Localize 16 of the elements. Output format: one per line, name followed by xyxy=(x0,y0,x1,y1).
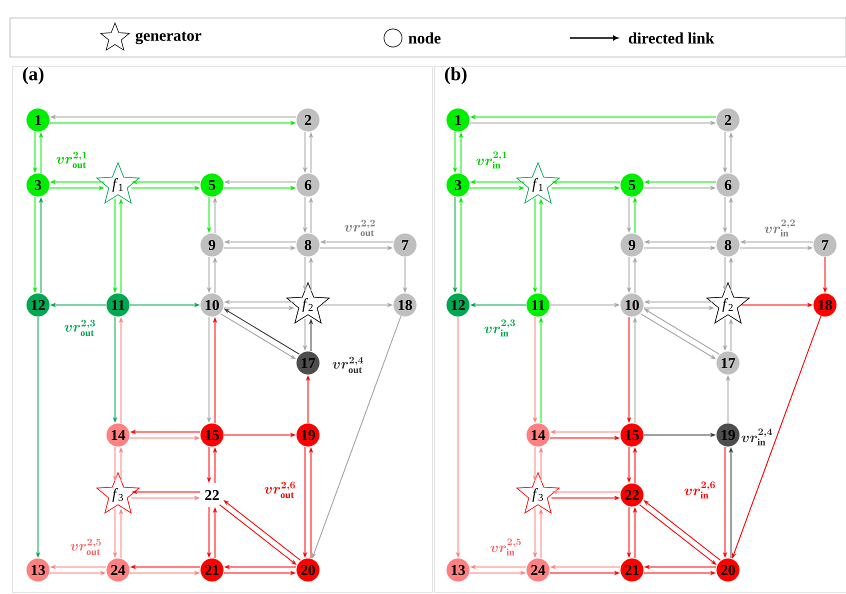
legend-label: generator xyxy=(136,32,202,44)
legend-label: node xyxy=(408,32,441,44)
legend-label: directed link xyxy=(628,32,714,44)
region-label: $vr^{2,6}_{\mathrm{out}}$ xyxy=(264,482,295,498)
region-label: $vr^{2,6}_{\mathrm{in}}$ xyxy=(684,482,715,498)
region-label: $vr^{2,2}_{\mathrm{out}}$ xyxy=(344,220,375,236)
region-label: $vr^{2,4}_{\mathrm{in}}$ xyxy=(742,428,772,446)
region-label: $vr^{2,2}_{\mathrm{in}}$ xyxy=(764,220,795,236)
region-label: $vr^{2,4}_{\mathrm{out}}$ xyxy=(332,356,364,374)
region-label: $vr^{2,5}_{\mathrm{in}}$ xyxy=(490,538,521,556)
region-label: $vr^{2,5}_{\mathrm{out}}$ xyxy=(70,538,101,556)
node-circle: 22 xyxy=(200,484,224,506)
region-label: $vr^{2,1}_{\mathrm{in}}$ xyxy=(476,152,507,168)
region-label: $vr^{2,3}_{\mathrm{in}}$ xyxy=(484,320,515,336)
region-label: $vr^{2,3}_{\mathrm{out}}$ xyxy=(64,320,95,336)
region-label: $vr^{2,1}_{\mathrm{out}}$ xyxy=(56,152,87,168)
